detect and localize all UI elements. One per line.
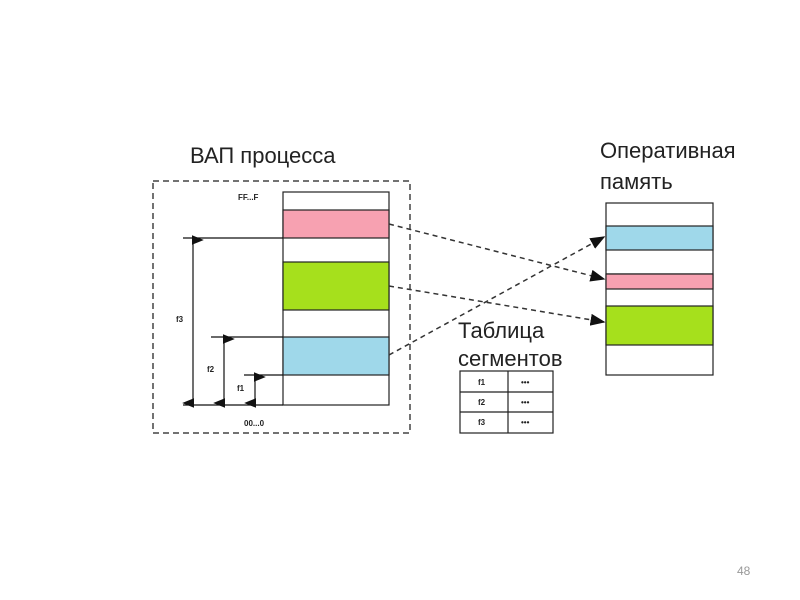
table-row-value: •••: [521, 418, 530, 427]
ram-segment-pink: [605, 273, 714, 290]
f2-label: f2: [207, 365, 215, 374]
page-number: 48: [737, 564, 751, 578]
vas-column: [282, 191, 390, 406]
vas-segment-blue: [282, 336, 390, 376]
mapping-arrows: [388, 223, 606, 356]
ram-segment-blue: [605, 225, 714, 251]
blue-mapping-arrow: [388, 236, 606, 356]
ram-title-line1: Оперативная: [600, 138, 736, 163]
table-title-line1: Таблица: [458, 318, 545, 343]
process-address-space-box: [152, 180, 411, 434]
ram-title-line2: память: [600, 169, 673, 194]
dimension-lines: [182, 235, 283, 408]
table-row-value: •••: [521, 398, 530, 407]
f1-label: f1: [237, 384, 245, 393]
table-row-name: f1: [478, 378, 486, 387]
pink-mapping-arrow: [388, 223, 606, 282]
segment-table: [459, 370, 554, 434]
f3-label: f3: [176, 315, 184, 324]
vas-segment-green: [282, 261, 390, 311]
table-row-value: •••: [521, 378, 530, 387]
table-title-line2: сегментов: [458, 346, 563, 371]
top-address-label: FF...F: [238, 193, 259, 202]
table-row-name: f3: [478, 418, 486, 427]
table-row-name: f2: [478, 398, 486, 407]
green-mapping-arrow: [388, 285, 606, 326]
vas-segment-pink: [282, 209, 390, 239]
vas-title: ВАП процесса: [190, 143, 336, 168]
ram-segment-green: [605, 305, 714, 346]
bottom-address-label: 00...0: [244, 419, 265, 428]
ram-column: [605, 202, 714, 376]
